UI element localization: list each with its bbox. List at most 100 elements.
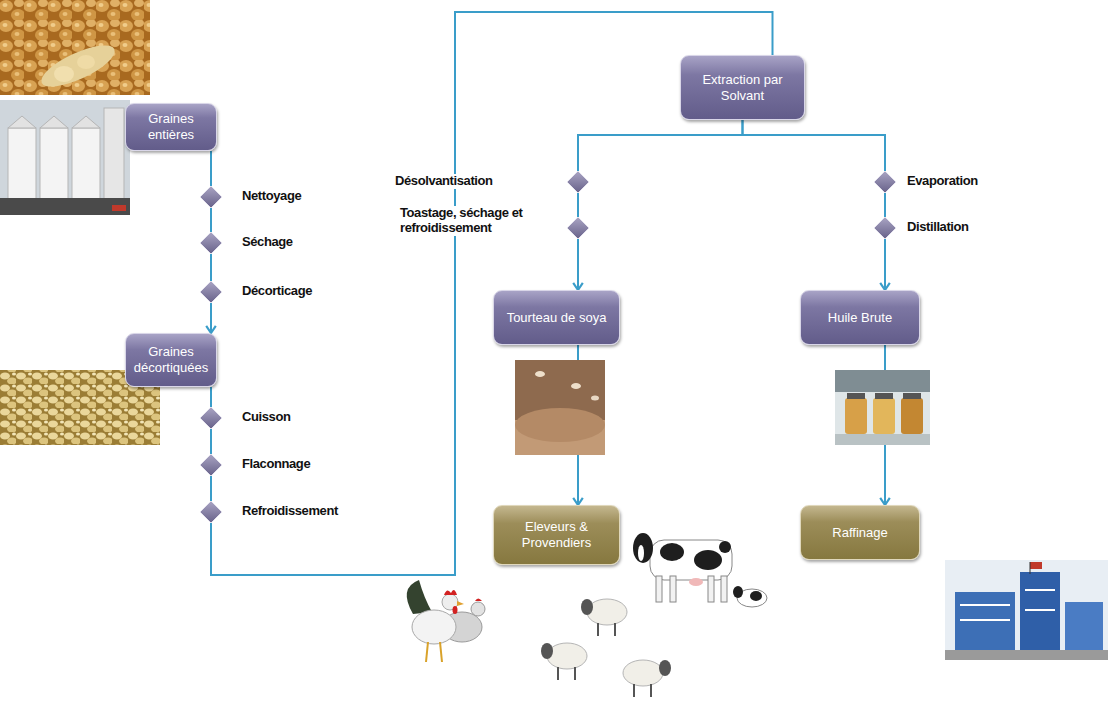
- flow-connector: [578, 120, 743, 290]
- oil-jars-photo-part: [835, 370, 930, 445]
- cow-figure-part: [660, 543, 684, 561]
- oil-jars-photo: [835, 370, 930, 445]
- cow-figure-part: [708, 576, 714, 602]
- poultry-figure-part: [412, 610, 456, 644]
- step-diamond-part: [200, 407, 222, 429]
- soybean-photo-part: [77, 55, 95, 69]
- silo-photo-part: [0, 198, 130, 215]
- refinery-photo-part: [960, 604, 1010, 606]
- sheep-figure-part: [581, 599, 593, 615]
- step-label: Désolvantisation: [393, 174, 495, 189]
- process-box: Graines décortiquées: [125, 333, 217, 387]
- cow-figure-part: [670, 576, 676, 602]
- sheep-figure-part: [659, 660, 671, 676]
- node-text: Tourteau de soya: [500, 310, 613, 326]
- cow-figure-part: [694, 550, 722, 570]
- cow-figure-part: [689, 578, 703, 586]
- silo-photo-part: [112, 205, 126, 211]
- meal-photo-part: [535, 371, 545, 377]
- step-label: Distillation: [905, 220, 971, 235]
- step-label: Refroidissement: [240, 504, 340, 519]
- node-text: Eleveurs & Provendiers: [500, 519, 613, 550]
- silo-photo-part: [72, 128, 100, 200]
- node-text: Graines décortiquées: [132, 344, 210, 375]
- process-box: Huile Brute: [800, 290, 920, 345]
- cow-figure-part: [656, 576, 662, 602]
- step-diamond-part: [874, 171, 896, 193]
- sheep-figure-part: [633, 684, 635, 697]
- poultry-figure-part: [440, 642, 442, 662]
- silo-photo: [0, 100, 130, 215]
- silo-photo-part: [40, 128, 68, 200]
- sheep-figure-part: [557, 667, 559, 680]
- oil-jars-photo-part: [835, 434, 930, 445]
- process-box: Graines entières: [125, 103, 217, 151]
- cow-figure-part: [633, 533, 653, 563]
- step-diamond-part: [567, 171, 589, 193]
- cow-figure-part: [750, 591, 762, 601]
- step-label: Evaporation: [905, 174, 980, 189]
- meal-photo-part: [571, 383, 581, 389]
- flow-connector: [743, 120, 886, 290]
- refinery-photo-part: [1065, 602, 1103, 652]
- refinery-photo-part: [1025, 589, 1055, 591]
- cow-figure-part: [719, 541, 731, 553]
- process-box: Tourteau de soya: [493, 290, 620, 345]
- sheep-figure-part: [623, 660, 663, 686]
- poultry-figure-part: [471, 602, 485, 616]
- silo-photo-part: [72, 116, 100, 128]
- refinery-photo-part: [1020, 572, 1060, 652]
- step-label: Cuisson: [240, 410, 292, 425]
- step-diamond: [200, 171, 896, 523]
- step-label: Décorticage: [240, 284, 314, 299]
- refinery-photo-part: [945, 650, 1108, 660]
- refinery-photo-part: [1030, 562, 1042, 569]
- oil-jars-photo-part: [875, 393, 893, 399]
- step-label: Toastage, séchage et refroidissement: [398, 206, 530, 236]
- refinery-photo-part: [1030, 562, 1031, 574]
- meal-photo-part: [515, 360, 605, 455]
- sheep-figure-part: [541, 643, 553, 659]
- refinery-photo-part: [960, 619, 1010, 621]
- soybean-photo-part: [36, 37, 119, 94]
- step-diamond-part: [567, 217, 589, 239]
- step-diamond-part: [200, 281, 222, 303]
- refinery-photo-part: [945, 560, 1108, 660]
- refinery-photo-part: [955, 592, 1015, 652]
- silo-photo-part: [104, 108, 124, 200]
- oil-jars-photo-part: [901, 398, 923, 434]
- meal-photo-part: [515, 408, 605, 442]
- step-label: Nettoyage: [240, 189, 303, 204]
- outlet-box: Eleveurs & Provendiers: [493, 505, 620, 565]
- node-text: Graines entières: [132, 111, 210, 142]
- cow-figure-part: [638, 545, 644, 561]
- meal-photo: [515, 360, 605, 455]
- refinery-photo-part: [1025, 609, 1055, 611]
- soybean-photo: [0, 0, 150, 95]
- step-diamond-part: [200, 501, 222, 523]
- step-label: Flaconnage: [240, 457, 312, 472]
- step-diamond-part: [200, 232, 222, 254]
- silo-photo-part: [0, 100, 130, 215]
- silo-photo-part: [8, 116, 36, 128]
- silo-photo-part: [40, 116, 68, 128]
- oil-jars-photo-part: [845, 398, 867, 434]
- refinery-photo: [945, 560, 1108, 660]
- sheep-figure-part: [587, 599, 627, 625]
- sheep-figure-part: [547, 643, 587, 669]
- cow-figure-part: [721, 576, 727, 602]
- process-box: Extraction par Solvant: [680, 55, 805, 120]
- outlet-box: Raffinage: [800, 505, 920, 560]
- step-diamond-part: [874, 217, 896, 239]
- cow-figure-part: [650, 540, 732, 580]
- step-diamond-part: [200, 186, 222, 208]
- poultry-figure-part: [453, 606, 458, 614]
- cow-figure-part: [733, 586, 743, 598]
- poultry-figure: [407, 580, 485, 662]
- oil-jars-photo-part: [873, 398, 895, 434]
- poultry-figure-part: [475, 599, 482, 602]
- poultry-figure-part: [444, 590, 457, 595]
- soybean-photo-part: [0, 0, 150, 95]
